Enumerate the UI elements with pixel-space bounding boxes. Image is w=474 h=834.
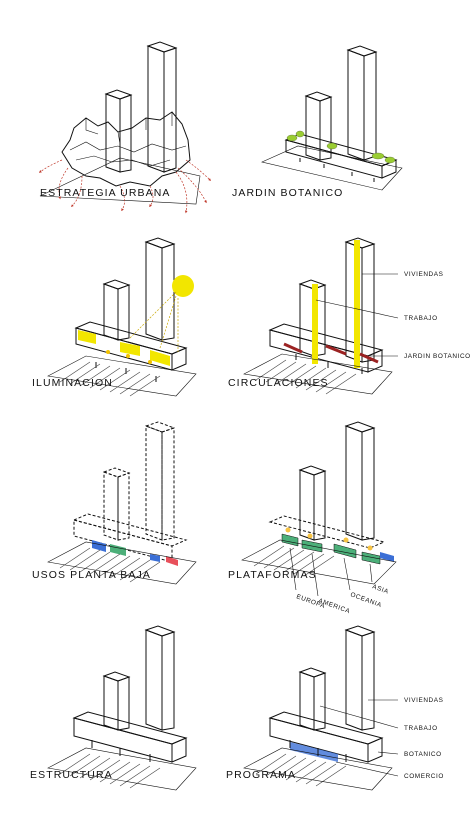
panel-programa: VIVIENDAS TRABAJO BOTANICO COMERCIO PROG… [226,625,444,791]
panel-plataformas: EUROPA AMERICA OCEANIA ASIA PLATAFORMAS [228,421,397,615]
label-prog-botanico: BOTANICO [404,751,442,758]
label-asia: ASIA [371,583,389,595]
sun-icon [172,275,194,297]
caption-estrategia: ESTRATEGIA URBANA [40,187,171,199]
caption-iluminacion: ILUMINACION [32,377,113,389]
plants [286,130,396,164]
panel-estructura: ESTRUCTURA [30,625,197,791]
panel-jardin: JARDIN BOTANICO [232,45,403,199]
urban-arrows [38,159,211,214]
core-viviendas [354,240,360,368]
label-prog-viviendas: VIVIENDAS [404,697,444,704]
core-trabajo [312,284,318,364]
caption-circulaciones: CIRCULACIONES [228,377,329,389]
caption-usos: USOS PLANTA BAJA [32,569,151,581]
usos-ground: USOS PLANTA BAJA [32,540,197,585]
label-jardin-botanico: JARDIN BOTANICO [404,353,471,360]
caption-estructura: ESTRUCTURA [30,769,113,781]
caption-programa: PROGRAMA [226,769,296,781]
label-trabajo: TRABAJO [404,315,438,322]
panel-circulaciones: VIVIENDAS TRABAJO JARDIN BOTANICO CIRCUL… [228,237,471,395]
label-prog-trabajo: TRABAJO [404,725,438,732]
label-viviendas: VIVIENDAS [404,271,444,278]
panel-iluminacion: ILUMINACION [32,237,197,397]
caption-plataformas: PLATAFORMAS [228,569,317,581]
label-prog-comercio: COMERCIO [404,773,444,780]
label-oceania: OCEANIA [349,591,382,609]
panel-usos [72,421,188,563]
panel-estrategia: ESTRATEGIA URBANA [38,41,211,214]
caption-jardin: JARDIN BOTANICO [232,187,343,199]
